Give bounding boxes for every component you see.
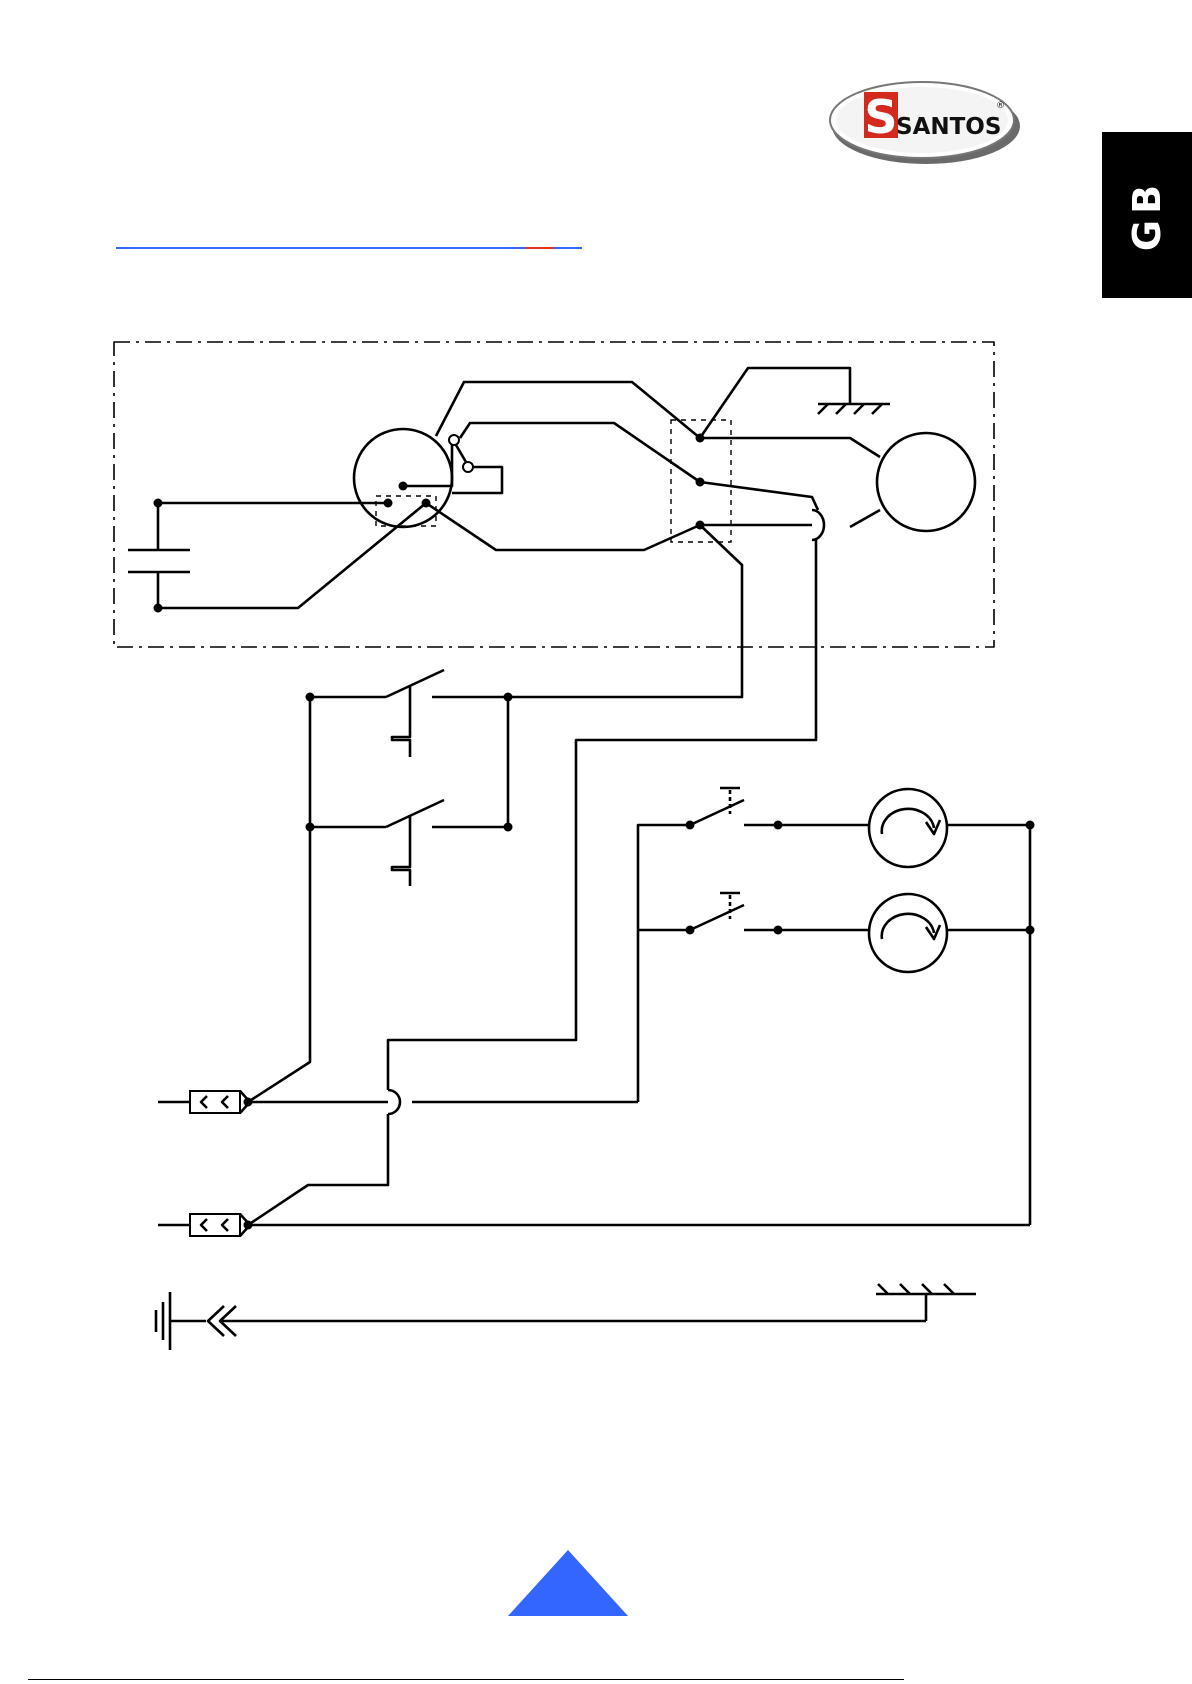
direction-indicator-1 xyxy=(869,789,1030,867)
safety-switch-2 xyxy=(306,800,513,886)
footer-rule xyxy=(28,1679,904,1680)
enclosure-frame xyxy=(114,342,994,647)
mains-connector-1 xyxy=(158,1090,638,1114)
safety-switch-1 xyxy=(306,670,513,827)
wire xyxy=(436,382,700,438)
wire xyxy=(248,697,310,1102)
direction-indicator-2 xyxy=(869,894,1030,972)
wire xyxy=(388,540,816,1090)
wire xyxy=(426,503,700,550)
protective-earth xyxy=(156,1284,976,1350)
page-up-button[interactable] xyxy=(508,1550,628,1616)
push-button-1 xyxy=(638,788,870,1102)
mains-connector-2 xyxy=(158,1114,1030,1236)
motor xyxy=(700,433,975,540)
motor-thermal-protector xyxy=(354,429,502,527)
capacitor xyxy=(128,499,426,613)
wire xyxy=(460,423,700,482)
triangle-up-icon xyxy=(508,1550,628,1616)
push-button-2 xyxy=(638,893,870,935)
earth-symbol-top xyxy=(700,368,890,438)
